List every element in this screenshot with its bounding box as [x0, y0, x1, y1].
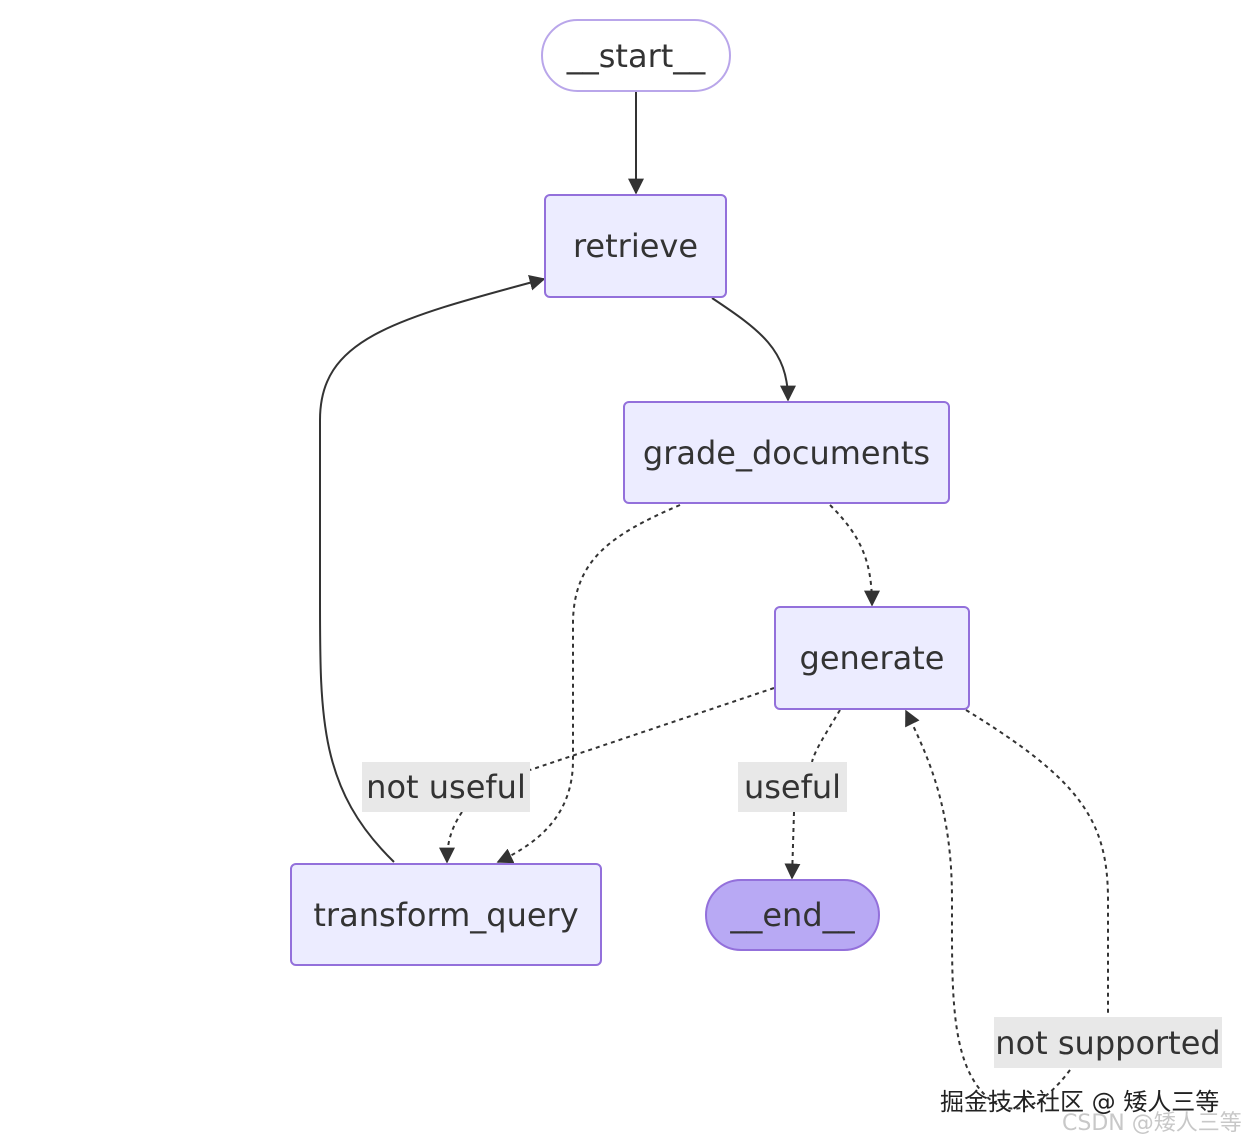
node-transform-query[interactable]: transform_query [290, 863, 602, 966]
edge-useful-label-to-end [784, 811, 801, 880]
edge-generate-to-end-useful [811, 709, 841, 763]
edge-generate-to-transform-query-not-useful [529, 687, 775, 771]
edge-not-useful-label-to-transform-query [439, 811, 463, 864]
edge-label-not-useful: not useful [362, 762, 530, 812]
node-start[interactable]: __start__ [541, 19, 731, 92]
edge-generate-self-loop-not-supported [965, 709, 1109, 1016]
watermark-juejin: 掘金技术社区 @ 矮人三等 [940, 1088, 1220, 1116]
edge-label-not-supported: not supported [994, 1017, 1222, 1068]
node-generate[interactable]: generate [774, 606, 970, 710]
edge-grade-documents-to-generate [829, 504, 880, 607]
node-retrieve[interactable]: retrieve [544, 194, 727, 298]
node-grade-documents[interactable]: grade_documents [623, 401, 950, 504]
edge-not-supported-label-to-generate [905, 709, 1071, 1110]
edge-retrieve-to-grade-documents [711, 297, 796, 402]
node-end[interactable]: __end__ [705, 879, 880, 951]
edge-transform-query-to-retrieve [319, 274, 546, 863]
watermark-csdn: CSDN @矮人三等 [1062, 1111, 1242, 1136]
edge-label-useful: useful [738, 762, 847, 812]
edge-grade-documents-to-transform-query [496, 504, 681, 864]
